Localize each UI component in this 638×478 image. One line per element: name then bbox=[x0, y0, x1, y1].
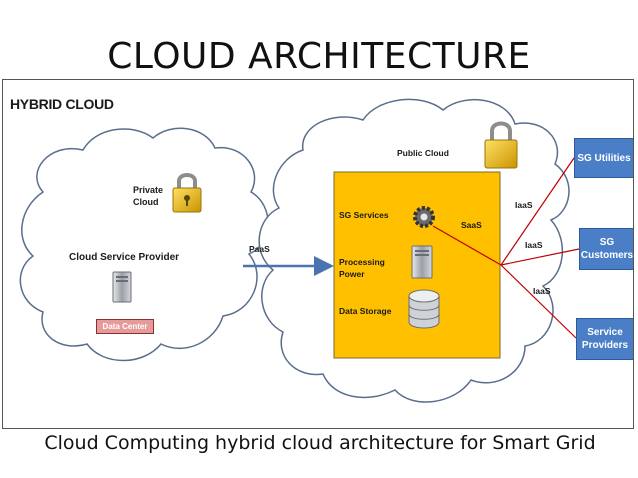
private-cloud-shape bbox=[19, 127, 269, 362]
padlock-icon bbox=[484, 121, 518, 169]
saas-label: SaaS bbox=[461, 220, 482, 230]
consumer-links bbox=[432, 157, 580, 339]
processing-power-label: Processing Power bbox=[339, 257, 385, 279]
sg-customers-box: SG Customers bbox=[579, 228, 633, 270]
private-cloud-label: Private Cloud bbox=[133, 185, 164, 207]
hybrid-cloud-label: HYBRID CLOUD bbox=[10, 96, 114, 112]
data-center-badge: Data Center bbox=[96, 319, 154, 334]
data-storage-label: Data Storage bbox=[339, 306, 392, 316]
cloud-service-provider-label: Cloud Service Provider bbox=[69, 252, 180, 263]
slide-title: CLOUD ARCHITECTURE bbox=[107, 36, 531, 77]
service-providers-box: Service Providers bbox=[576, 318, 633, 360]
padlock-icon bbox=[172, 173, 202, 213]
iaas-label: IaaS bbox=[515, 200, 533, 210]
iaas-label: IaaS bbox=[525, 240, 543, 250]
server-icon bbox=[112, 271, 132, 303]
diagram-frame: HYBRID CLOUD Private Cloud Cloud Service… bbox=[2, 79, 634, 429]
slide-caption: Cloud Computing hybrid cloud architectur… bbox=[44, 432, 596, 454]
paas-label: PaaS bbox=[249, 244, 270, 254]
diagram-canvas bbox=[19, 98, 580, 403]
public-cloud-label: Public Cloud bbox=[397, 148, 449, 158]
database-icon bbox=[408, 289, 440, 329]
sg-services-label: SG Services bbox=[339, 210, 389, 220]
gear-icon bbox=[413, 206, 435, 228]
iaas-label: IaaS bbox=[533, 286, 551, 296]
server-icon bbox=[411, 245, 433, 279]
sg-utilities-box: SG Utilities bbox=[574, 138, 633, 178]
